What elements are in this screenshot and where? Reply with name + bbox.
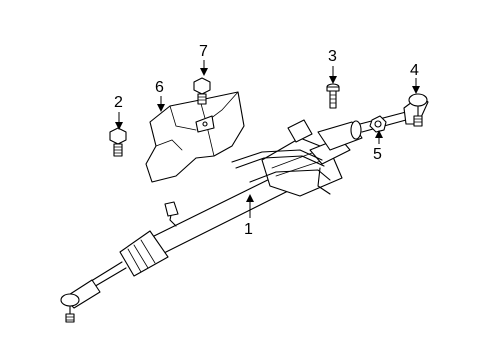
- bolt-part-3: [326, 83, 340, 109]
- callout-2: 2: [114, 94, 123, 130]
- callout-5: 5: [373, 130, 383, 163]
- jam-nut: [369, 115, 387, 133]
- callout-4-label: 4: [410, 62, 419, 79]
- callout-1-label: 1: [244, 221, 253, 238]
- callout-3: 3: [328, 48, 337, 84]
- steering-rack-assembly: [60, 111, 407, 323]
- callout-1: 1: [244, 194, 254, 238]
- callout-7: 7: [199, 43, 208, 76]
- callout-6: 6: [155, 79, 165, 112]
- callout-3-label: 3: [328, 48, 337, 65]
- callout-7-label: 7: [199, 43, 208, 60]
- callout-6-label: 6: [155, 79, 164, 96]
- callout-2-label: 2: [114, 94, 123, 111]
- callout-5-label: 5: [373, 146, 382, 163]
- tie-rod-end-right: [403, 93, 429, 127]
- bolt-part-7: [193, 77, 211, 105]
- callout-4: 4: [410, 62, 420, 94]
- bolt-part-2: [109, 127, 127, 157]
- heat-shield: [145, 91, 245, 183]
